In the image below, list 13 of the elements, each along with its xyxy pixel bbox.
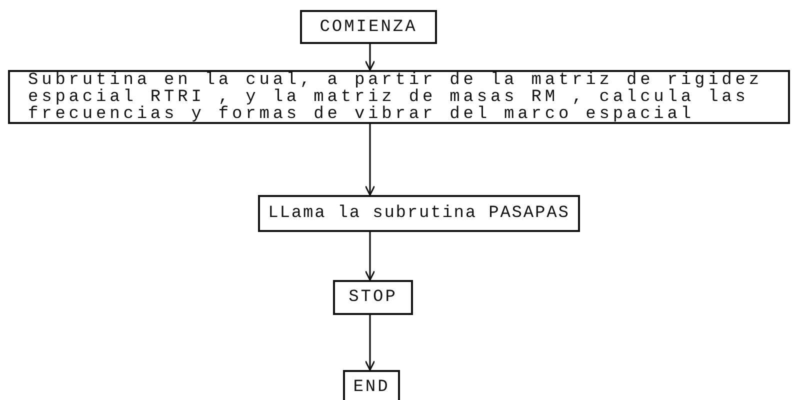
process-box <box>300 10 437 44</box>
arrow <box>364 315 376 371</box>
box-text: END <box>353 378 390 396</box>
box-text: STOP <box>348 289 398 306</box>
arrow <box>364 232 376 281</box>
arrow <box>364 44 376 71</box>
box-text: Subrutina en la cual, a partir de la matriz de rigidez espacial RTRI , y la matriz de masas RM , calcula las frecuencias y formas de vibrar del marco espacial <box>28 72 764 122</box>
box-text: COMIENZA <box>320 18 418 36</box>
box-text: LLama la subrutina PASAPAS <box>268 205 570 222</box>
arrow <box>364 124 376 196</box>
process-box <box>333 280 413 315</box>
process-box <box>258 195 580 232</box>
process-box <box>343 370 400 400</box>
